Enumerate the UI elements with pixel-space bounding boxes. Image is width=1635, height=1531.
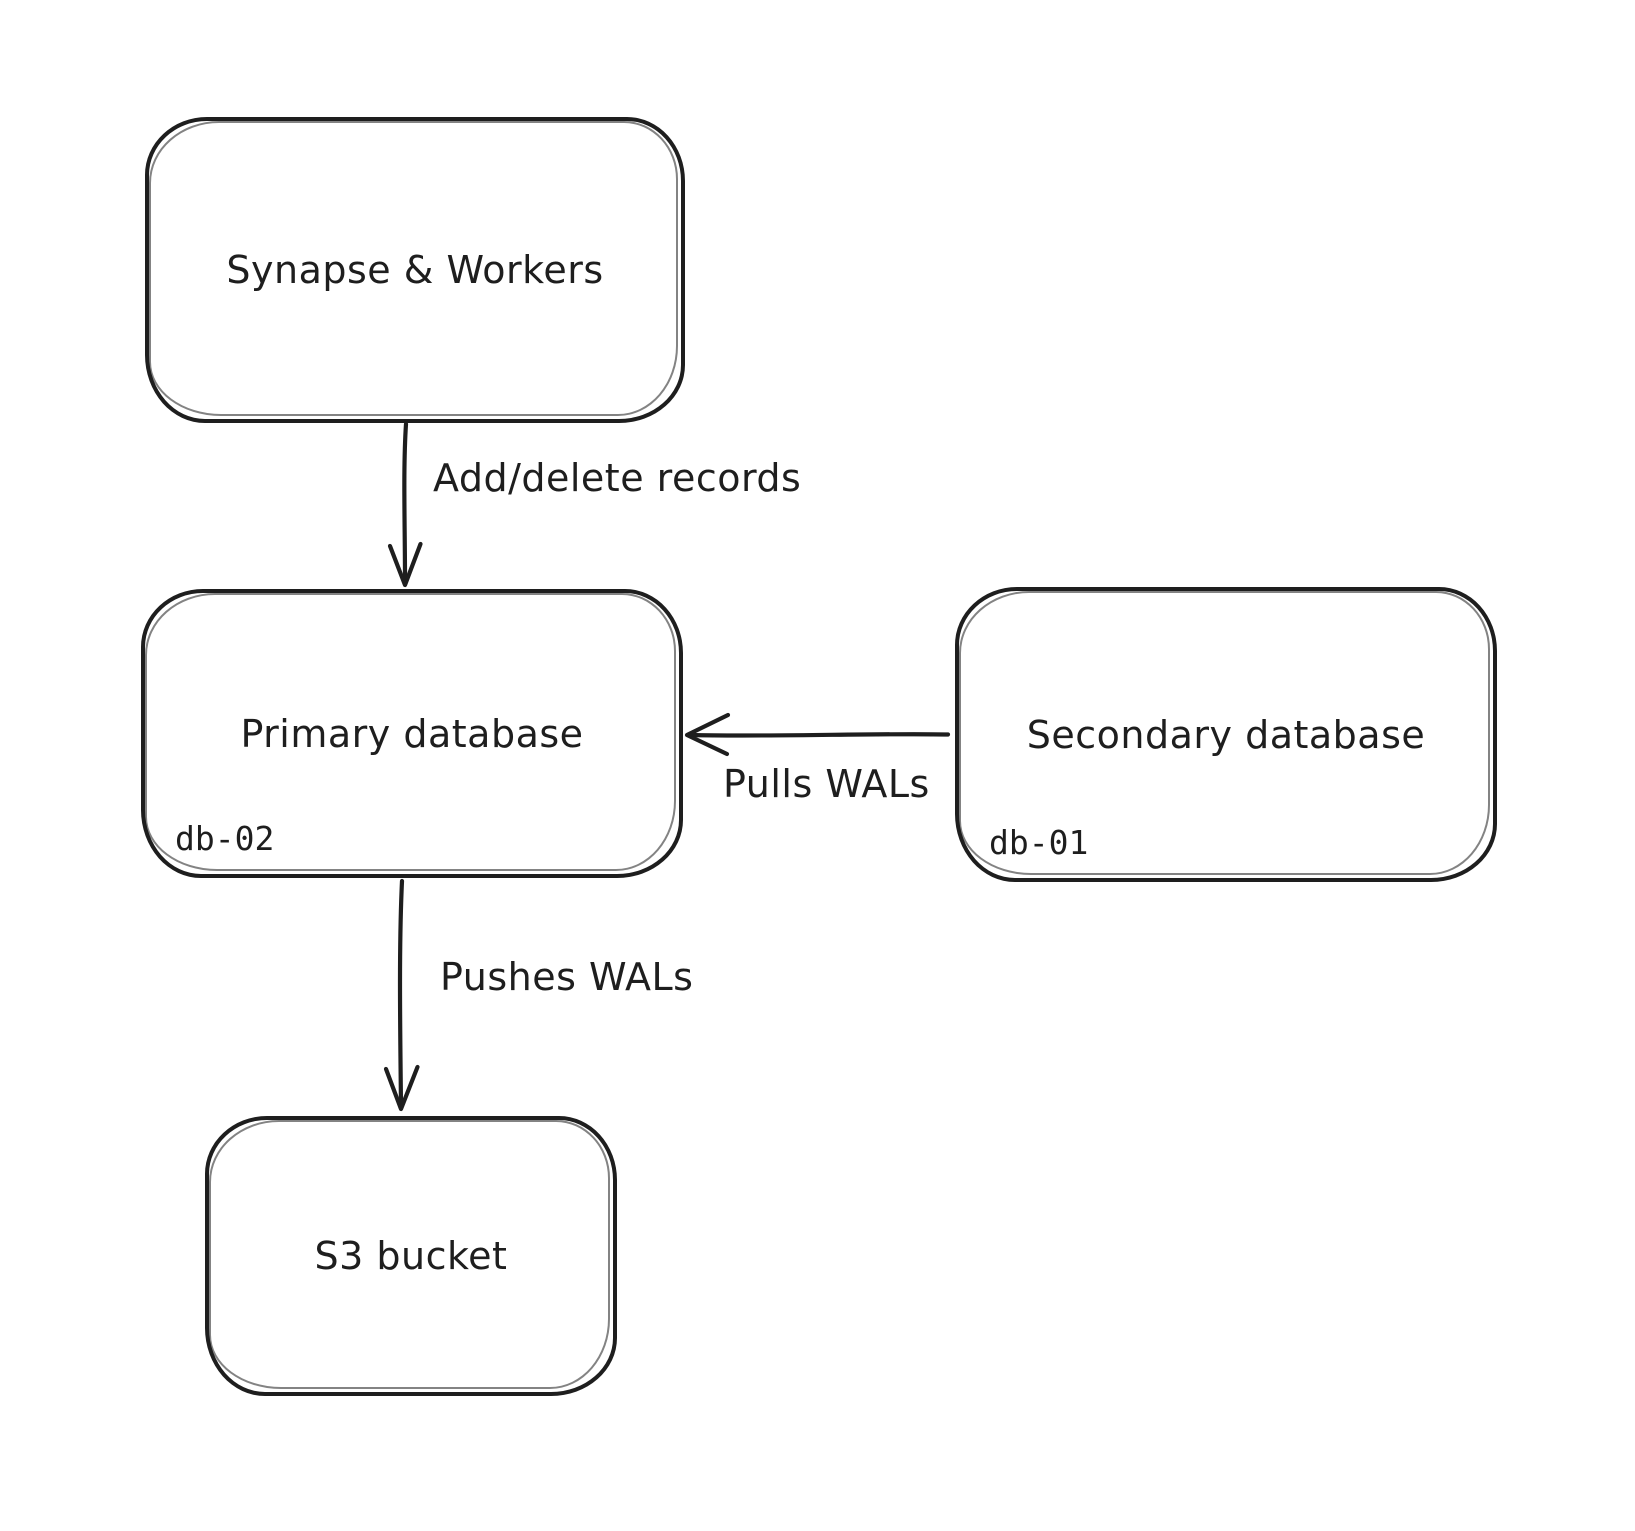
edge-line (397, 878, 405, 1108)
edge-add-delete-records[interactable] (387, 421, 423, 588)
node-label-primary-database: Primary database (240, 711, 584, 756)
node-s3-bucket[interactable]: S3 bucket (205, 1116, 617, 1396)
node-tag-db-02: db-02 (175, 819, 275, 858)
arrowhead-icon (383, 1064, 420, 1112)
node-label-s3-bucket: S3 bucket (314, 1234, 508, 1278)
edge-label-add-delete-records[interactable]: Add/delete records (433, 456, 802, 500)
node-tag-db-01: db-01 (989, 823, 1089, 862)
arrowhead-icon (684, 712, 731, 757)
edge-label-pushes-wals[interactable]: Pushes WALs (440, 955, 694, 999)
edge-line (402, 421, 409, 583)
node-synapse-workers[interactable]: Synapse & Workers (145, 117, 685, 423)
node-primary-database[interactable]: Primary database db-02 (141, 589, 683, 878)
edge-pushes-wals[interactable] (383, 878, 420, 1112)
node-secondary-database[interactable]: Secondary database db-01 (955, 587, 1497, 882)
arrowhead-icon (387, 541, 423, 588)
node-label-synapse-workers: Synapse & Workers (226, 248, 604, 292)
node-label-secondary-database: Secondary database (1026, 712, 1426, 757)
edge-pulls-wals[interactable] (684, 712, 951, 757)
edge-label-pulls-wals[interactable]: Pulls WALs (723, 762, 930, 806)
edge-line (688, 732, 951, 738)
